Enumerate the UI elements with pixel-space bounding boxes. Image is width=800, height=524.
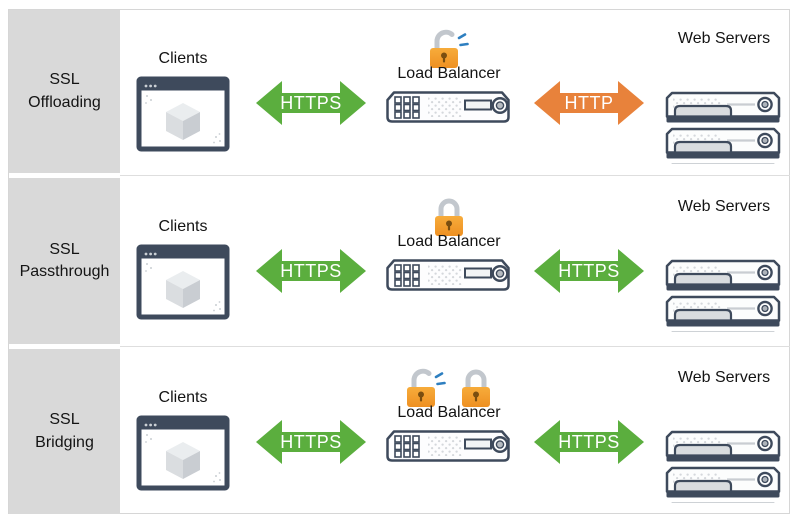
web-servers-label: Web Servers <box>677 30 771 47</box>
sidebar-line: Bridging <box>35 433 94 451</box>
https-arrow-lb-servers: HTTPS <box>534 420 644 464</box>
load-balancer-label: Load Balancer <box>397 65 501 82</box>
load-balancer-icon <box>385 258 511 292</box>
arrow-label: HTTPS <box>280 93 342 113</box>
web-servers-label: Web Servers <box>677 198 771 215</box>
sidebar-line: SSL <box>49 71 80 89</box>
https-arrow-lb-servers: HTTPS <box>534 249 644 293</box>
lock-group <box>374 360 524 410</box>
web-servers-icon <box>665 393 781 503</box>
arrow-label: HTTP <box>565 93 614 113</box>
sidebar-line: Passthrough <box>19 263 110 280</box>
sidebar-label-ssl-passthrough: SSL Passthrough <box>9 178 120 344</box>
web-servers-icon <box>665 54 781 164</box>
sidebar-line: Offloading <box>28 93 101 111</box>
clients-label: Clients <box>158 218 208 235</box>
arrow-label: HTTPS <box>558 432 620 452</box>
clients-label: Clients <box>158 50 208 67</box>
sidebar-line: SSL <box>49 411 80 429</box>
https-arrow-client-lb: HTTPS <box>256 81 366 125</box>
row-ssl-passthrough: Clients HTTPS Load Balancer HTTPS Web Se… <box>120 178 791 344</box>
client-browser-icon <box>136 244 230 320</box>
load-balancer-label: Load Balancer <box>397 233 501 250</box>
client-browser-icon <box>136 76 230 152</box>
web-servers-label: Web Servers <box>677 369 771 386</box>
load-balancer-icon <box>385 90 511 124</box>
sidebar-line: SSL <box>49 240 80 258</box>
row-divider <box>120 346 790 347</box>
load-balancer-label: Load Balancer <box>397 404 501 421</box>
row-ssl-bridging: Clients HTTPS Load Balancer HTTPS Web Se… <box>120 349 791 514</box>
sidebar-label-ssl-bridging: SSL Bridging <box>9 349 120 514</box>
client-browser-icon <box>136 415 230 491</box>
lock-group <box>374 21 524 71</box>
row-divider <box>120 175 790 176</box>
web-servers-icon <box>665 222 781 332</box>
https-arrow-client-lb: HTTPS <box>256 420 366 464</box>
arrow-label: HTTPS <box>280 261 342 281</box>
row-ssl-offloading: Clients HTTPS Load Balancer HTTP Web Ser… <box>120 10 791 175</box>
clients-label: Clients <box>158 389 208 406</box>
arrow-label: HTTPS <box>280 432 342 452</box>
arrow-label: HTTPS <box>558 261 620 281</box>
sidebar-label-ssl-offloading: SSL Offloading <box>9 10 120 173</box>
https-arrow-client-lb: HTTPS <box>256 249 366 293</box>
lock-group <box>374 189 524 239</box>
http-arrow-lb-servers: HTTP <box>534 81 644 125</box>
load-balancer-icon <box>385 429 511 463</box>
